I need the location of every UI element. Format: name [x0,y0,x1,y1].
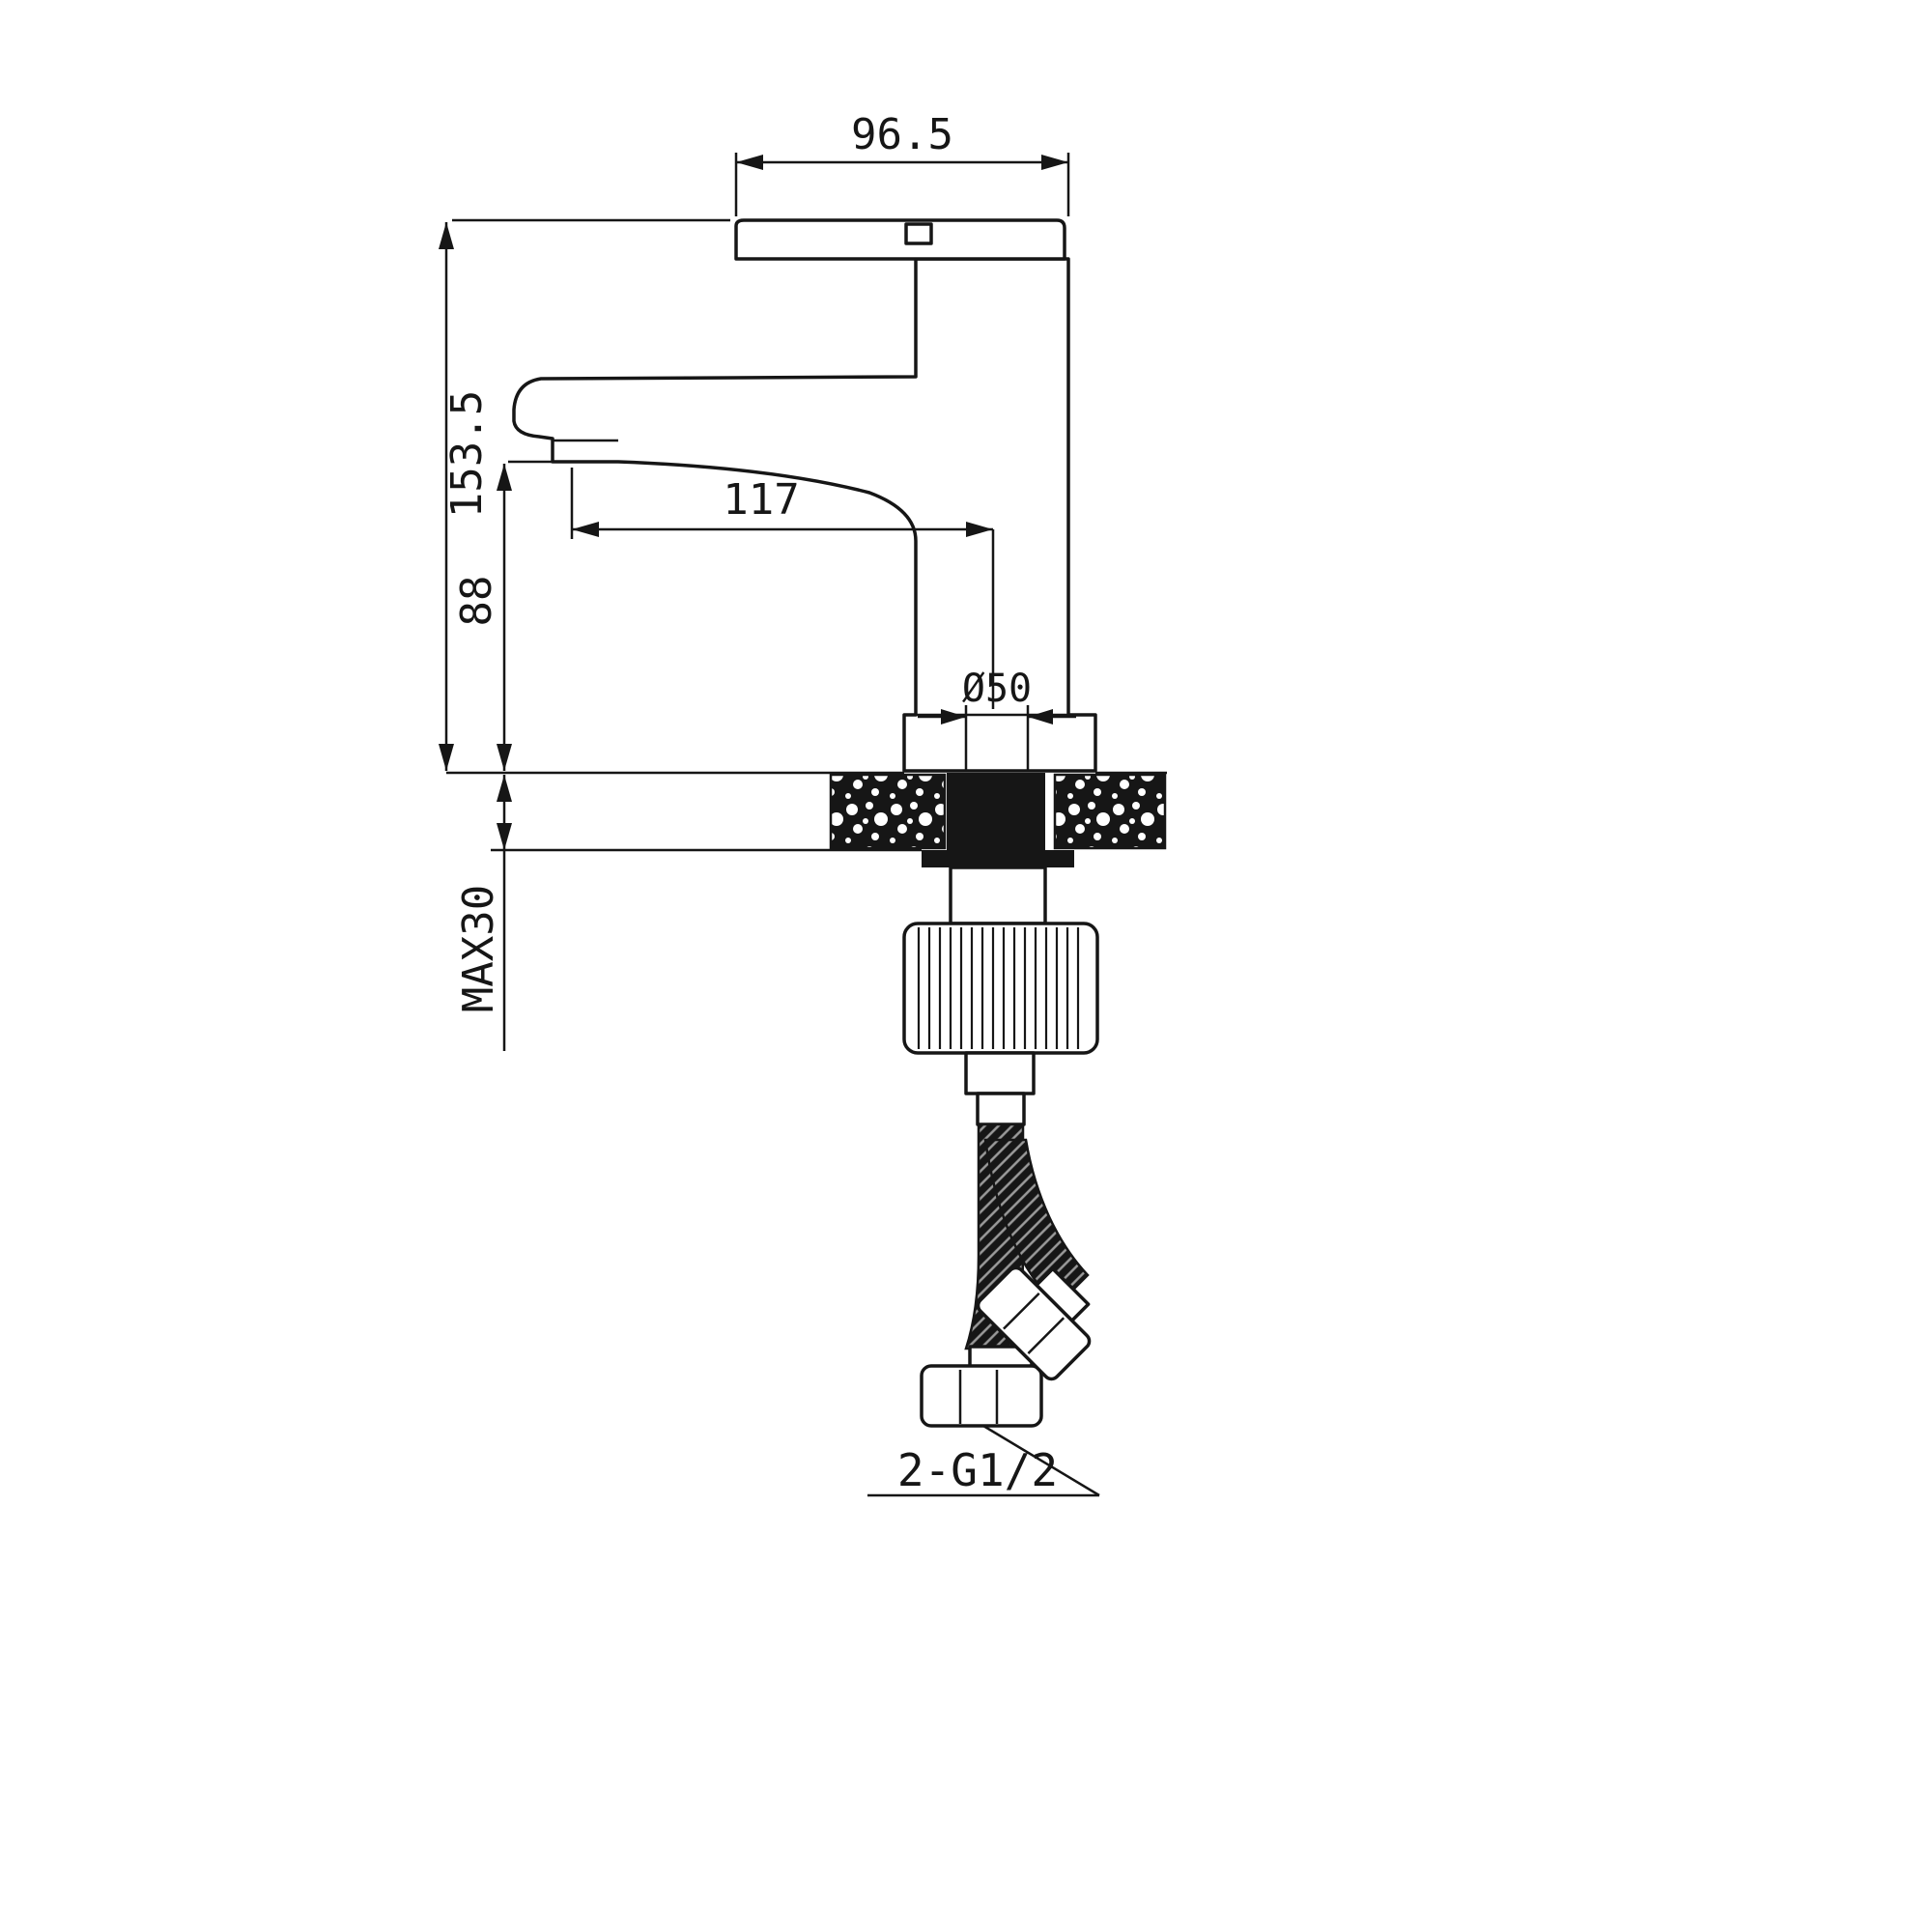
faucet-body [512,218,1097,773]
handle-screw-detail [904,222,933,245]
handle-outline [734,218,1066,261]
hose-adapter [964,1051,1036,1095]
hose-nut-left [920,1345,1043,1428]
dimension-counter-max: MAX30 [454,775,922,1051]
thread-callout: 2-G1/2 [867,1424,1100,1497]
dimension-spout-height: 88 [452,460,566,771]
threaded-shank-through-hole [947,773,1045,852]
thread-callout-label: 2-G1/2 [897,1444,1058,1496]
dimension-base-diameter: Ø50 [918,667,1076,771]
dim-label-base-diameter: Ø50 [962,667,1032,711]
rubber-washer [922,850,1074,867]
dim-label-width-top: 96.5 [851,110,953,159]
hose-nut-right [976,1265,1092,1381]
mounting-assembly [902,773,1099,1126]
shank-lower [949,866,1047,925]
dim-label-height-total: 153.5 [442,390,492,518]
dim-label-spout-height: 88 [452,576,501,627]
counter-slab-left [829,773,947,850]
dim-label-counter-max: MAX30 [454,885,503,1012]
countertop [446,771,1167,850]
mounting-nut-knurling [916,927,1086,1049]
hose-coupling [976,1092,1026,1126]
supply-hoses [920,1122,1092,1428]
dim-label-reach: 117 [723,475,799,525]
dimension-height-total: 153.5 [439,218,730,771]
counter-slab-right [1053,773,1167,850]
dimension-reach: 117 [570,468,995,709]
dimension-width-top: 96.5 [734,110,1070,216]
